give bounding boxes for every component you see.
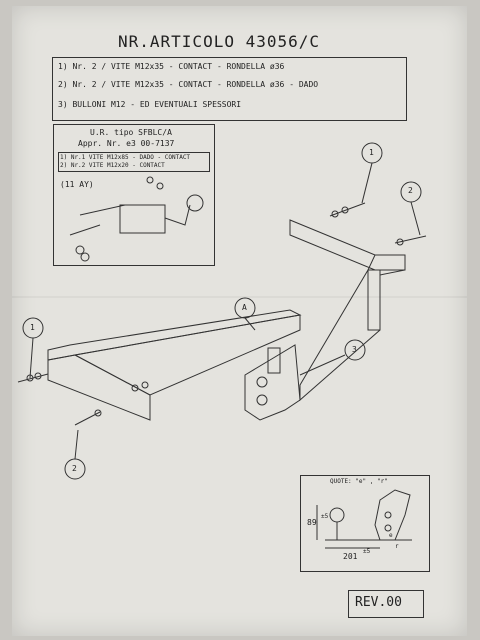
dimension-title: QUOTE: "e" , "r" xyxy=(330,478,388,485)
approval-number: Appr. Nr. e3 00-7137 xyxy=(78,139,175,148)
dimension-length-tol: ±5 xyxy=(363,548,371,555)
callout-2-right: 2 xyxy=(408,186,413,195)
drawing-sheet xyxy=(12,6,467,636)
model-tag: (11 AY) xyxy=(60,180,94,189)
callout-1-left: 1 xyxy=(30,323,35,332)
part-line-2: 2) Nr. 2 / VITE M12x35 - CONTACT - RONDE… xyxy=(58,80,319,89)
dimension-length: 201 xyxy=(343,552,358,561)
dimension-height-tol: ±5 xyxy=(321,513,329,520)
parts-box xyxy=(52,57,407,121)
callout-2-bottom: 2 xyxy=(72,464,77,473)
callout-1-top: 1 xyxy=(369,148,374,157)
dimension-e: e xyxy=(389,532,393,539)
dimension-height: 89 xyxy=(307,518,317,527)
article-title: NR.ARTICOLO 43056/C xyxy=(118,32,321,51)
dimension-r: r xyxy=(395,543,399,550)
revision-box xyxy=(348,590,424,618)
callout-a: A xyxy=(242,303,247,312)
detail-row-1: 1) Nr.1 VITE M12x85 - DADO - CONTACT xyxy=(60,154,191,161)
revision-label: REV.00 xyxy=(355,595,402,610)
detail-row-2: 2) Nr.2 VITE M12x20 - CONTACT xyxy=(60,162,165,169)
detail-parts-table xyxy=(58,152,210,172)
approval-detail-box xyxy=(53,124,215,266)
part-line-1: 1) Nr. 2 / VITE M12x35 - CONTACT - RONDE… xyxy=(58,62,285,71)
callout-3: 3 xyxy=(352,345,357,354)
approval-type: U.R. tipo SFBLC/A xyxy=(90,128,172,137)
dimension-box xyxy=(300,475,430,572)
part-line-3: 3) BULLONI M12 - ED EVENTUALI SPESSORI xyxy=(58,100,242,109)
